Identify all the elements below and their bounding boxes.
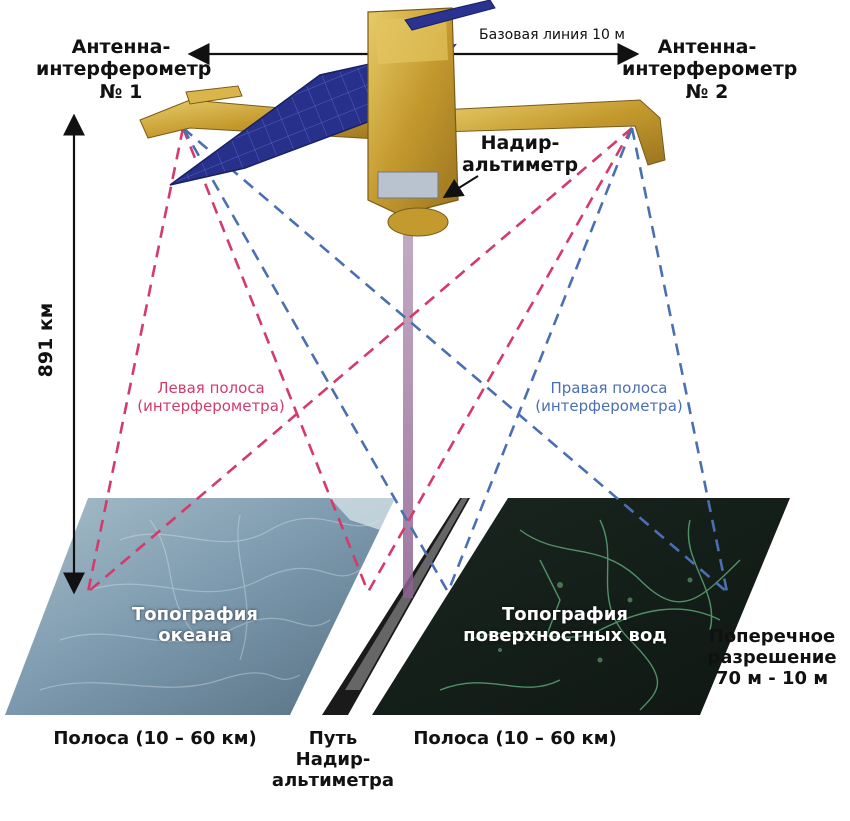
altitude-label: 891 км [35, 302, 57, 378]
satellite-icon [139, 0, 666, 237]
surface-water-topography-tile [372, 498, 790, 715]
cross-track-resolution-label: Поперечное разрешение 70 м - 10 м [707, 626, 837, 690]
nadir-altimeter-label: Надир- альтиметр [461, 132, 579, 177]
left-swath-label: Левая полоса (интерферометра) [137, 379, 285, 415]
right-swath-beams [181, 127, 729, 593]
pointer-arrow-icon [442, 175, 479, 199]
right-swath-label: Правая полоса (интерферометра) [535, 379, 683, 415]
ocean-topography-label: Топография океана [132, 604, 258, 647]
nadir-track-label: Путь Надир- альтиметра [271, 728, 395, 792]
ocean-topography-tile [5, 498, 395, 715]
swath-right-width-label: Полоса (10 – 60 км) [413, 728, 617, 749]
surface-water-topography-label: Топография поверхностных вод [463, 604, 667, 647]
nadir-beam [403, 226, 413, 598]
antenna-left-label: Антенна- интерферометр № 1 [36, 36, 212, 103]
baseline-label: Базовая линия 10 м [479, 27, 625, 43]
swath-left-width-label: Полоса (10 – 60 км) [53, 728, 257, 749]
antenna-right-label: Антенна- интерферометр № 2 [622, 36, 798, 103]
left-swath-beams [86, 127, 634, 593]
